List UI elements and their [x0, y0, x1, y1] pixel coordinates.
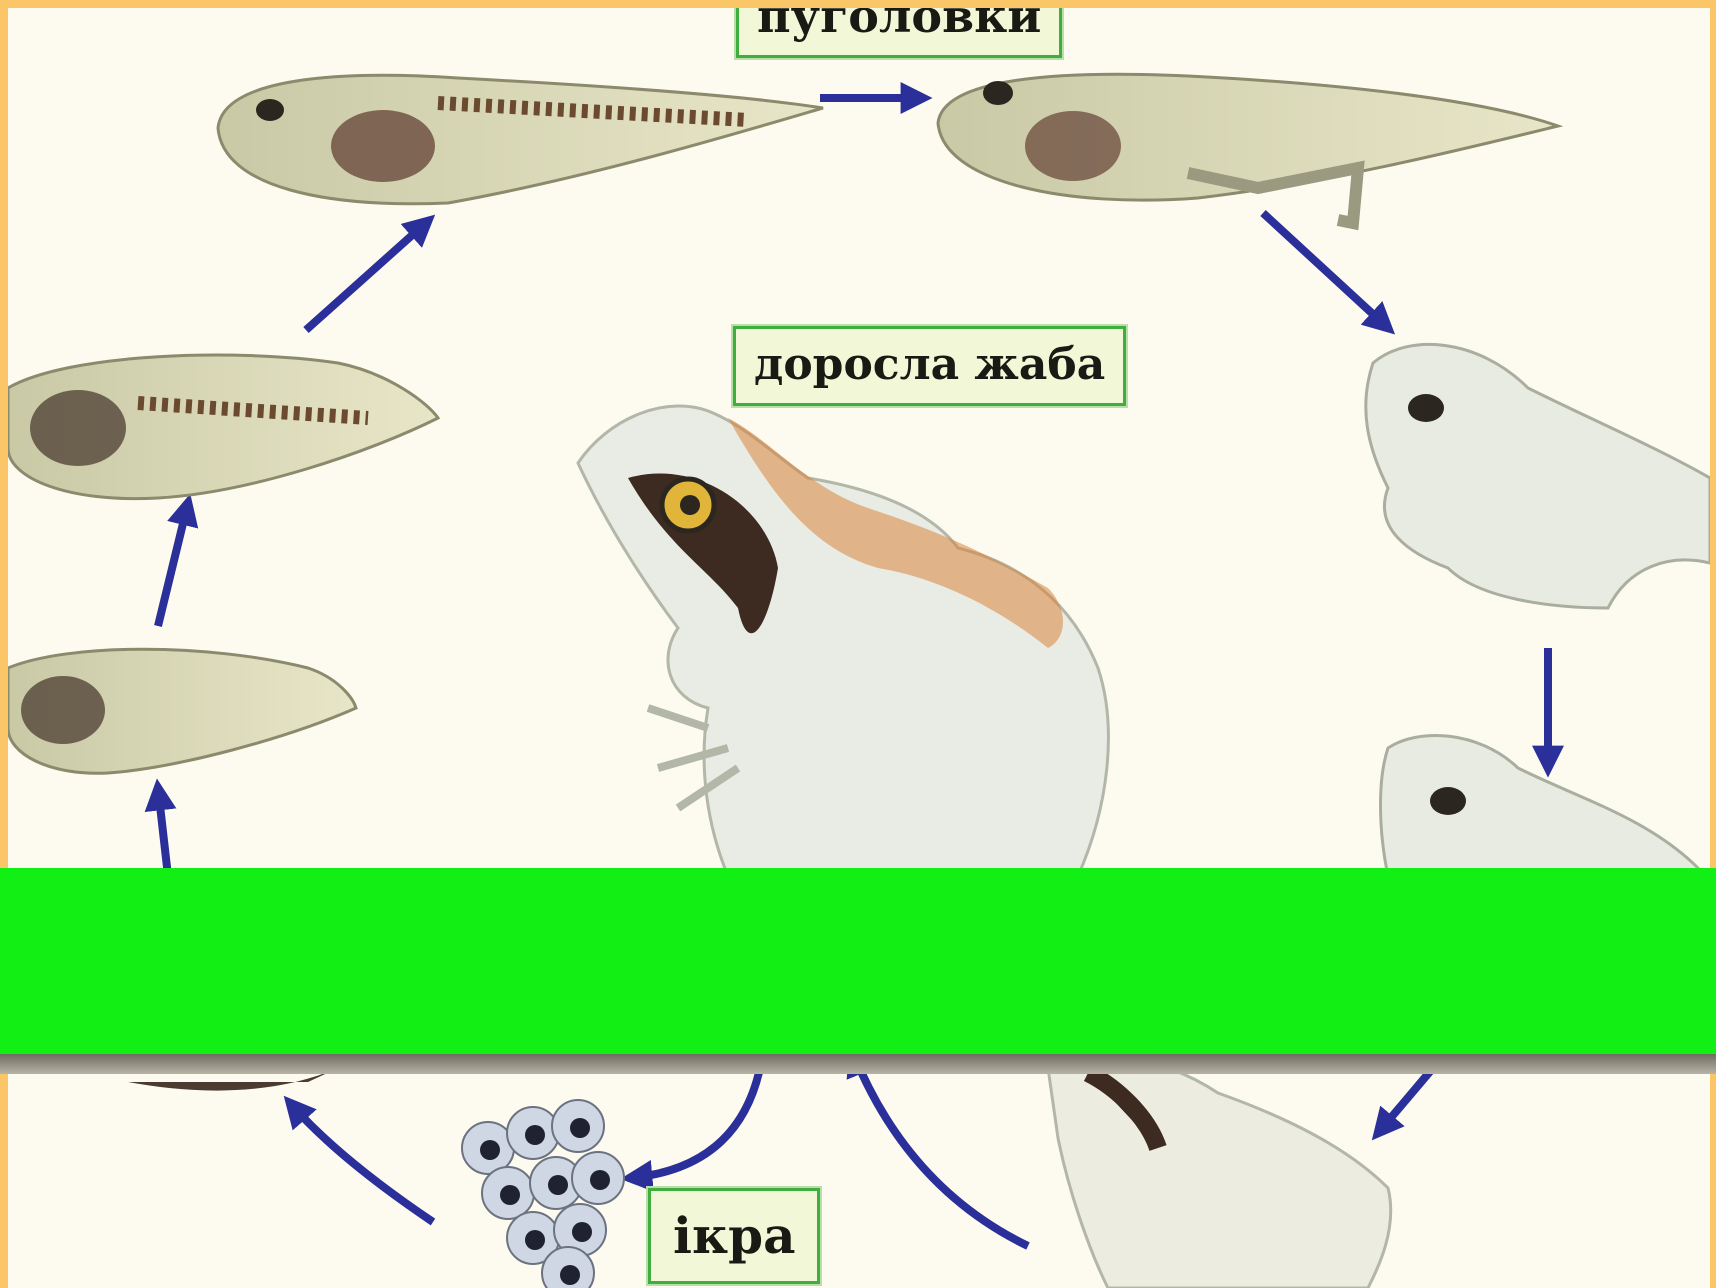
arrow-to-froglet — [1263, 213, 1388, 328]
adult-frog-illustration — [578, 406, 1108, 876]
arrow-eggs-to-hatchling — [290, 1103, 433, 1222]
arrow-up-2 — [158, 503, 188, 626]
small-tadpole-illustration — [8, 355, 438, 499]
arrow-to-young-frog — [1378, 1068, 1433, 1133]
froglet-illustration — [1366, 344, 1710, 608]
arrow-up-3 — [306, 221, 428, 330]
hatchling-tadpole-illustration — [8, 649, 356, 773]
frog-eggs-illustration — [462, 1100, 624, 1288]
diagram-canvas: пуголовки доросла жаба ікра — [8, 8, 1710, 1288]
overlay-bar-shadow — [0, 1054, 1716, 1074]
green-overlay-bar — [0, 868, 1716, 1054]
young-frog-right-illustration — [1381, 735, 1699, 876]
arrow-young-to-adult — [853, 1053, 1028, 1246]
young-frog-bottom-illustration — [1048, 1057, 1391, 1288]
label-adult-frog: доросла жаба — [733, 326, 1126, 406]
tadpole-with-legs-illustration — [938, 74, 1558, 223]
arrow-up-1 — [158, 788, 168, 876]
life-cycle-diagram — [8, 8, 1710, 1288]
arrow-adult-to-eggs — [630, 1068, 760, 1178]
label-eggs: ікра — [648, 1188, 820, 1284]
label-tadpoles: пуголовки — [736, 8, 1062, 58]
tadpole-illustration — [218, 75, 823, 203]
